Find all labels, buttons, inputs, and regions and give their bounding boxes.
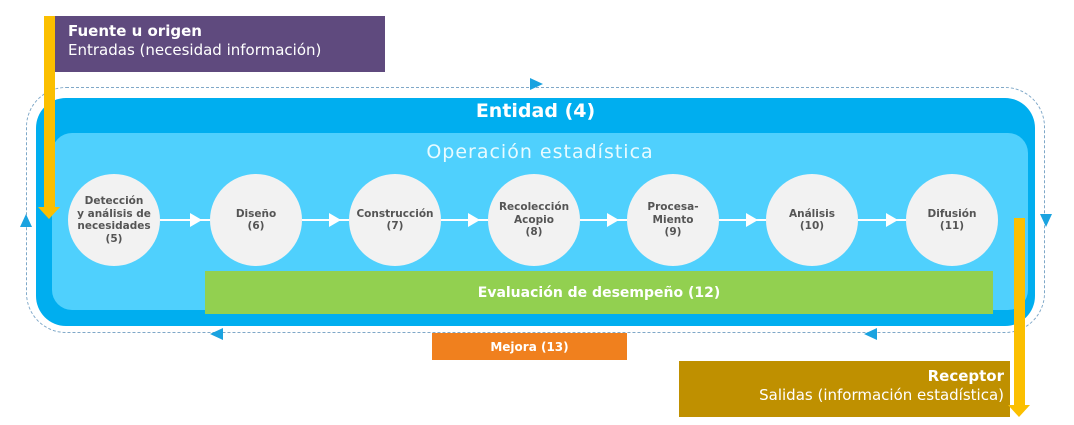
step-connector [160, 213, 210, 227]
step-processing: Procesa- Miento (9) [627, 174, 719, 266]
step-connector [719, 213, 766, 227]
receptor-subtitle: Salidas (información estadística) [759, 386, 1004, 404]
loop-arrow-down-icon [1040, 214, 1052, 227]
loop-arrow-left-icon [864, 328, 877, 340]
loop-arrow-left-icon [210, 328, 223, 340]
step-dissemination: Difusión (11) [906, 174, 998, 266]
loop-arrow-up-icon [20, 214, 32, 227]
step-collection: Recolección Acopio (8) [488, 174, 580, 266]
source-box: Fuente u origen Entradas (necesidad info… [55, 16, 385, 72]
step-design: Diseño (6) [210, 174, 302, 266]
operation-title: Operación estadística [426, 141, 654, 163]
input-arrowhead-icon [38, 207, 60, 219]
step-needs-detection: Detección y análisis de necesidades (5) [68, 174, 160, 266]
step-connector [441, 213, 488, 227]
output-arrow-icon [1014, 218, 1025, 406]
step-connector [580, 213, 627, 227]
receptor-title: Receptor [927, 367, 1004, 385]
source-title: Fuente u origen [68, 22, 202, 40]
source-subtitle: Entradas (necesidad información) [68, 41, 322, 59]
receptor-box: Receptor Salidas (información estadístic… [679, 361, 1010, 417]
step-construction: Construcción (7) [349, 174, 441, 266]
step-analysis: Análisis (10) [766, 174, 858, 266]
loop-arrow-right-icon [530, 78, 543, 90]
step-connector [858, 213, 906, 227]
improvement-box: Mejora (13) [432, 333, 627, 360]
input-arrow-icon [44, 16, 55, 208]
step-connector [302, 213, 349, 227]
output-arrowhead-icon [1008, 405, 1030, 417]
performance-evaluation-bar: Evaluación de desempeño (12) [205, 271, 993, 314]
entity-title: Entidad (4) [475, 100, 596, 122]
